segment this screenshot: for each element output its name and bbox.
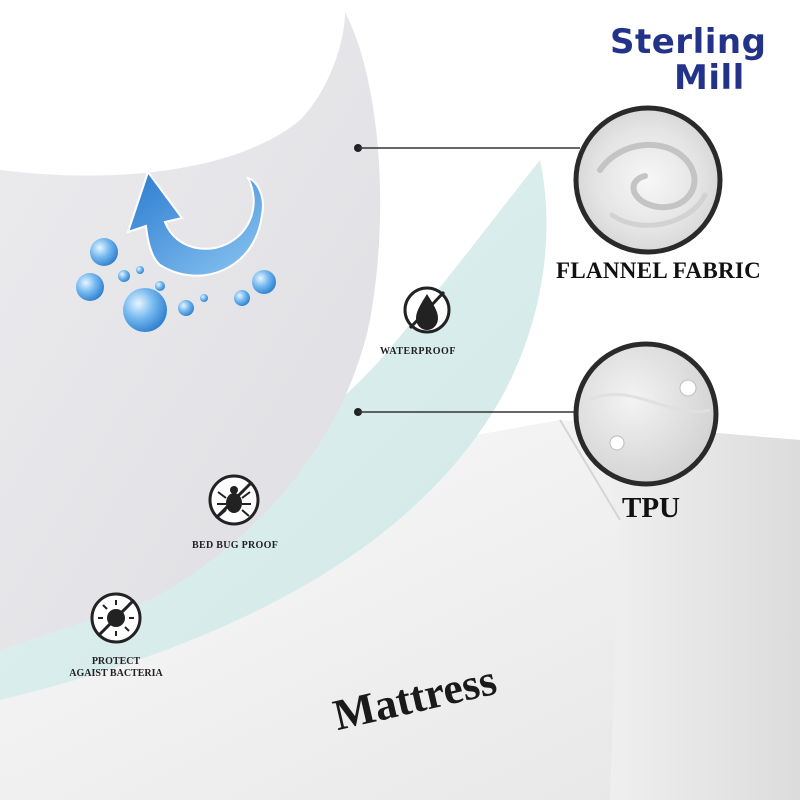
brand-logo: Sterling Mill bbox=[604, 20, 774, 100]
bacteria-protect-label: PROTECT AGAIST BACTERIA bbox=[28, 656, 204, 680]
bacteria-label-line1: PROTECT bbox=[91, 656, 141, 667]
no-bacteria-icon bbox=[90, 592, 142, 644]
tpu-film-swatch-icon bbox=[573, 341, 719, 487]
no-water-icon bbox=[403, 286, 451, 334]
flannel-layer bbox=[0, 12, 381, 650]
flannel-fabric-swatch-icon bbox=[573, 105, 723, 255]
brand-name-line1: Sterling bbox=[610, 22, 767, 62]
water-repel-arrow-icon bbox=[126, 169, 264, 277]
callout-lines bbox=[354, 144, 580, 416]
water-droplets-icon bbox=[76, 238, 276, 332]
tpu-label: TPU bbox=[622, 492, 680, 524]
flannel-fabric-label: FLANNEL FABRIC bbox=[556, 258, 762, 283]
bedbug-proof-label: BED BUG PROOF bbox=[192, 540, 279, 551]
brand-name-line2: Mill bbox=[674, 58, 745, 98]
no-bedbug-icon bbox=[208, 474, 260, 526]
bacteria-label-line2: AGAIST BACTERIA bbox=[69, 668, 163, 679]
waterproof-label: WATERPROOF bbox=[380, 346, 456, 357]
